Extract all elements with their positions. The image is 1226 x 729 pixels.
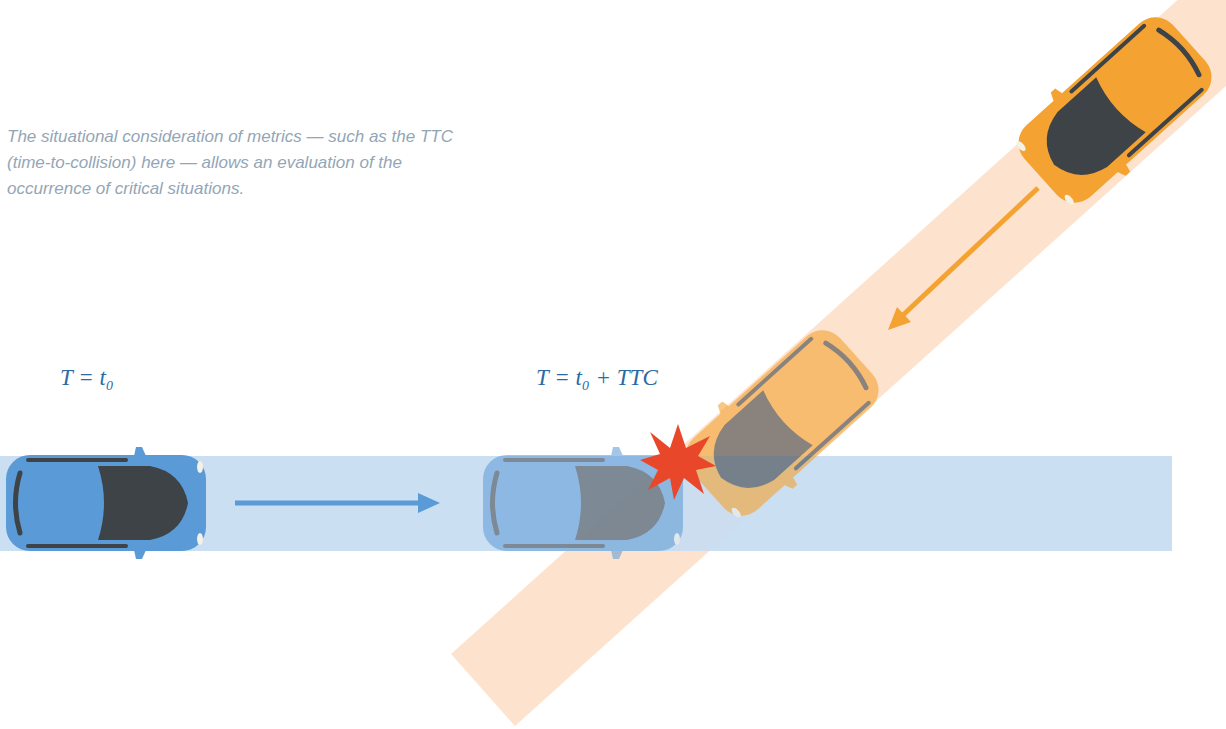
orange-motion-arrow bbox=[902, 188, 1038, 316]
orange-car bbox=[1003, 1, 1226, 218]
orange-car-future bbox=[670, 314, 894, 531]
blue-arrowhead bbox=[418, 493, 440, 513]
caption-text: The situational consideration of metrics… bbox=[7, 124, 457, 202]
blue-car bbox=[6, 447, 206, 559]
orange-arrowhead bbox=[888, 307, 911, 330]
blue-motion-arrow bbox=[235, 501, 422, 506]
collision-burst bbox=[640, 424, 716, 500]
time-label: T = t₀ + TTC bbox=[536, 364, 658, 392]
time-label: T = t₀ bbox=[60, 364, 114, 392]
orange-path-band bbox=[451, 0, 1226, 726]
